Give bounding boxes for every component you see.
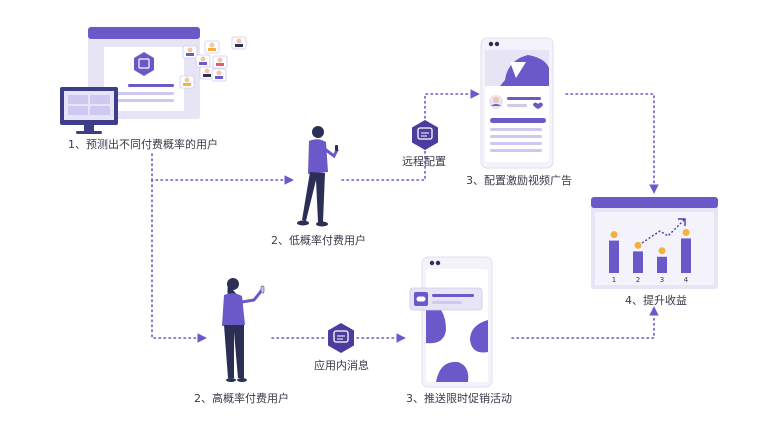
revenue-bar <box>609 240 619 273</box>
high-users-label: 2、高概率付费用户 <box>194 392 289 405</box>
low-users-label: 2、低概率付费用户 <box>271 234 366 247</box>
connector-promo-to-revenue <box>511 306 659 339</box>
predict-illustration <box>60 27 247 134</box>
revenue-bar-label: 2 <box>636 276 640 284</box>
hexagon-badge-icon <box>134 52 154 76</box>
connector-video-to-revenue <box>565 93 659 194</box>
remote-config-icon <box>412 120 438 150</box>
in-app-message-label: 应用内消息 <box>314 359 369 372</box>
coin-icon <box>658 247 666 255</box>
video-ads-phone <box>480 37 554 169</box>
revenue-board: 1 2 3 4 <box>591 197 718 289</box>
revenue-bar-labels: 1 2 3 4 <box>612 276 689 284</box>
low-user-figure <box>297 126 339 227</box>
revenue-bar <box>657 256 667 273</box>
revenue-bar <box>633 251 643 273</box>
coin-icon <box>682 228 690 236</box>
gamepad-icon <box>414 292 428 306</box>
heart-icon <box>533 102 543 109</box>
predict-label: 1、预测出不同付费概率的用户 <box>68 138 218 151</box>
monitor-icon <box>60 87 118 134</box>
revenue-bars <box>609 228 691 273</box>
connector-predict-to-low <box>151 153 294 185</box>
trend-arrow-icon <box>641 218 686 244</box>
revenue-bar-label: 4 <box>684 276 689 284</box>
remote-config-label: 远程配置 <box>402 155 446 168</box>
promo-label: 3、推送限时促销活动 <box>406 392 512 405</box>
high-user-figure <box>222 278 265 382</box>
connector-remote-to-video <box>424 89 480 119</box>
web-page-header <box>88 27 200 39</box>
coin-icon <box>634 241 642 249</box>
revenue-bar-label: 3 <box>660 276 664 284</box>
coin-icon <box>610 231 618 239</box>
video-ads-label: 3、配置激励视频广告 <box>466 174 572 187</box>
promo-phone <box>409 256 493 388</box>
connector-predict-to-high <box>151 179 207 343</box>
revenue-bar <box>681 238 691 273</box>
connectors <box>151 89 659 343</box>
revenue-label: 4、提升收益 <box>625 294 687 307</box>
user-avatars <box>179 36 247 89</box>
revenue-bar-label: 1 <box>612 276 616 284</box>
message-icon <box>328 323 354 353</box>
